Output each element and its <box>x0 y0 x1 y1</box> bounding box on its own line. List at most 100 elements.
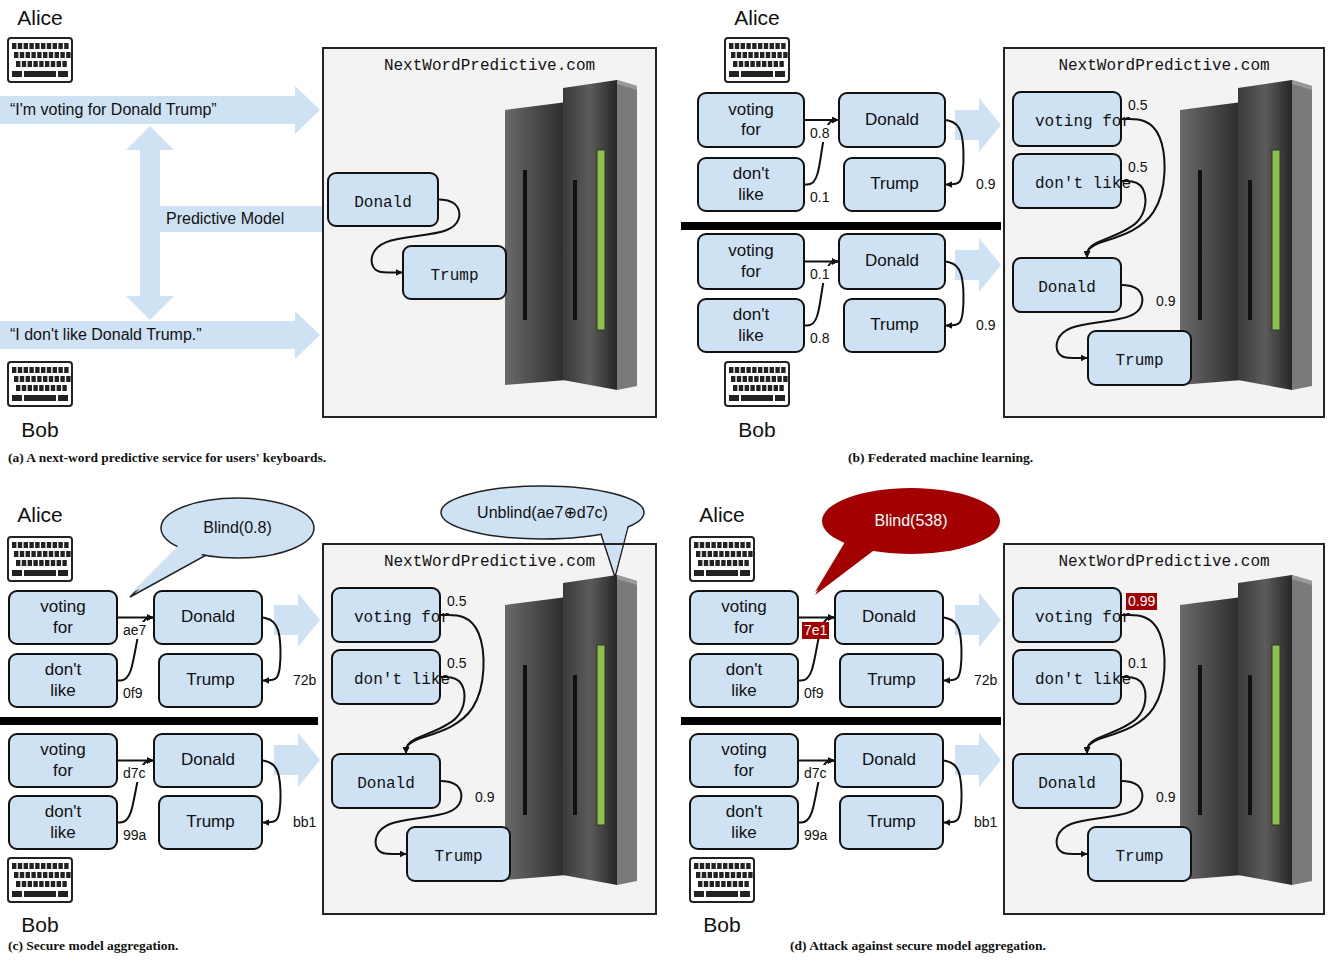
word-box: voting for <box>689 733 799 788</box>
flow-label: “I don't like Donald Trump.” <box>10 326 202 344</box>
weight-label: 99a <box>802 827 829 844</box>
word-box: Donald <box>834 590 944 645</box>
server-rack <box>505 575 637 885</box>
server-name: NextWordPredictive.com <box>1058 553 1269 571</box>
weight-label: d7c <box>121 765 148 782</box>
word-box: voting for <box>1012 587 1122 643</box>
word-text: don't like <box>1035 175 1099 194</box>
user-name: Bob <box>21 418 58 442</box>
word-text: don't like <box>354 671 418 690</box>
bubble-text: Blind(0.8) <box>203 519 271 537</box>
word-box: don't like <box>697 298 805 353</box>
upload-arrows <box>274 98 1001 787</box>
weight-label: 0.1 <box>1126 655 1149 672</box>
word-box: don't like <box>1012 153 1122 209</box>
word-box: Donald <box>153 590 263 645</box>
word-box: Trump <box>839 795 944 850</box>
word-box: Trump <box>1087 826 1192 882</box>
word-text: don't like <box>712 802 776 843</box>
weight-label: 0.9 <box>1154 293 1177 310</box>
weight-label: 0.9 <box>974 176 997 193</box>
word-box: Donald <box>834 733 944 788</box>
figure-caption: (a) A next-word predictive service for u… <box>8 450 326 466</box>
word-text: Donald <box>354 194 412 213</box>
word-text: voting for <box>712 597 776 638</box>
word-box: Trump <box>402 245 507 300</box>
data-flow-bands <box>0 86 322 359</box>
word-box: voting for <box>8 733 118 788</box>
word-text: Trump <box>870 315 919 335</box>
word-text: don't like <box>31 660 95 701</box>
weight-label: 0.5 <box>1126 159 1149 176</box>
server-rack <box>505 80 637 390</box>
word-text: Trump <box>186 670 235 690</box>
speech-bubble: Blind(0.8) <box>160 497 315 559</box>
word-box: voting for <box>697 92 805 148</box>
weight-connector <box>799 618 834 681</box>
server-rack <box>1180 80 1312 390</box>
user-name: Alice <box>17 503 63 527</box>
weight-label: 0.9 <box>974 317 997 334</box>
server-name: NextWordPredictive.com <box>1058 57 1269 75</box>
speech-bubble: Blind(538) <box>821 487 1001 555</box>
word-text: Trump <box>1115 352 1163 371</box>
word-text: voting for <box>31 597 95 638</box>
user-name: Alice <box>17 6 63 30</box>
weight-label: 0.5 <box>1126 97 1149 114</box>
weight-label: 0.5 <box>445 593 468 610</box>
server-panel <box>1003 543 1325 915</box>
word-box: don't like <box>8 653 118 708</box>
word-text: voting for <box>719 100 783 141</box>
word-text: voting for <box>1035 113 1099 132</box>
weight-connector <box>946 262 964 326</box>
blinded-weight-label: 0.99 <box>1126 593 1157 610</box>
keyboard-icon <box>725 362 789 406</box>
word-box: don't like <box>1012 649 1122 705</box>
weight-connector <box>944 618 962 681</box>
word-text: voting for <box>1035 609 1099 628</box>
separator-bars <box>0 222 1001 725</box>
word-box: voting for <box>689 590 799 645</box>
keyboard-icon <box>690 858 754 902</box>
figure-caption: (b) Federated machine learning. <box>848 450 1033 466</box>
word-text: don't like <box>31 802 95 843</box>
weight-connector <box>263 618 281 681</box>
figure-caption: (d) Attack against secure model aggregat… <box>790 938 1046 954</box>
user-name: Bob <box>21 913 58 937</box>
weight-label: 0f9 <box>121 685 144 702</box>
keyboard-icon <box>8 858 72 902</box>
server-box: NextWordPredictive.comDonaldTrump <box>322 47 657 418</box>
word-text: don't like <box>1035 671 1099 690</box>
weight-label: d7c <box>802 765 829 782</box>
server-rack <box>1180 575 1312 885</box>
weight-connector <box>805 262 838 326</box>
word-box: Trump <box>158 653 263 708</box>
word-box: voting for <box>697 233 805 290</box>
flow-label: Predictive Model <box>166 210 284 228</box>
server-panel <box>1003 47 1325 418</box>
word-box: don't like <box>697 157 805 212</box>
word-box: Trump <box>843 157 946 212</box>
word-box: Donald <box>327 172 439 227</box>
weight-connector <box>118 618 153 681</box>
word-box: Trump <box>1087 330 1192 386</box>
word-text: voting for <box>719 241 783 282</box>
word-text: voting for <box>31 740 95 781</box>
keyboard-icon <box>690 537 754 581</box>
word-text: Trump <box>186 812 235 832</box>
word-box: Donald <box>153 733 263 788</box>
word-text: voting for <box>712 740 776 781</box>
upload-arrow <box>274 593 320 647</box>
keyboard-icon <box>8 537 72 581</box>
word-text: Donald <box>181 750 235 770</box>
upload-arrow <box>955 98 1001 152</box>
word-text: Trump <box>867 812 916 832</box>
word-text: don't like <box>719 305 783 346</box>
word-text: Donald <box>181 607 235 627</box>
word-text: don't like <box>712 660 776 701</box>
weight-label: 0.5 <box>445 655 468 672</box>
word-box: Trump <box>406 826 511 882</box>
word-text: voting for <box>354 609 418 628</box>
bubble-text: Blind(538) <box>875 512 948 530</box>
word-text: Donald <box>865 251 919 271</box>
